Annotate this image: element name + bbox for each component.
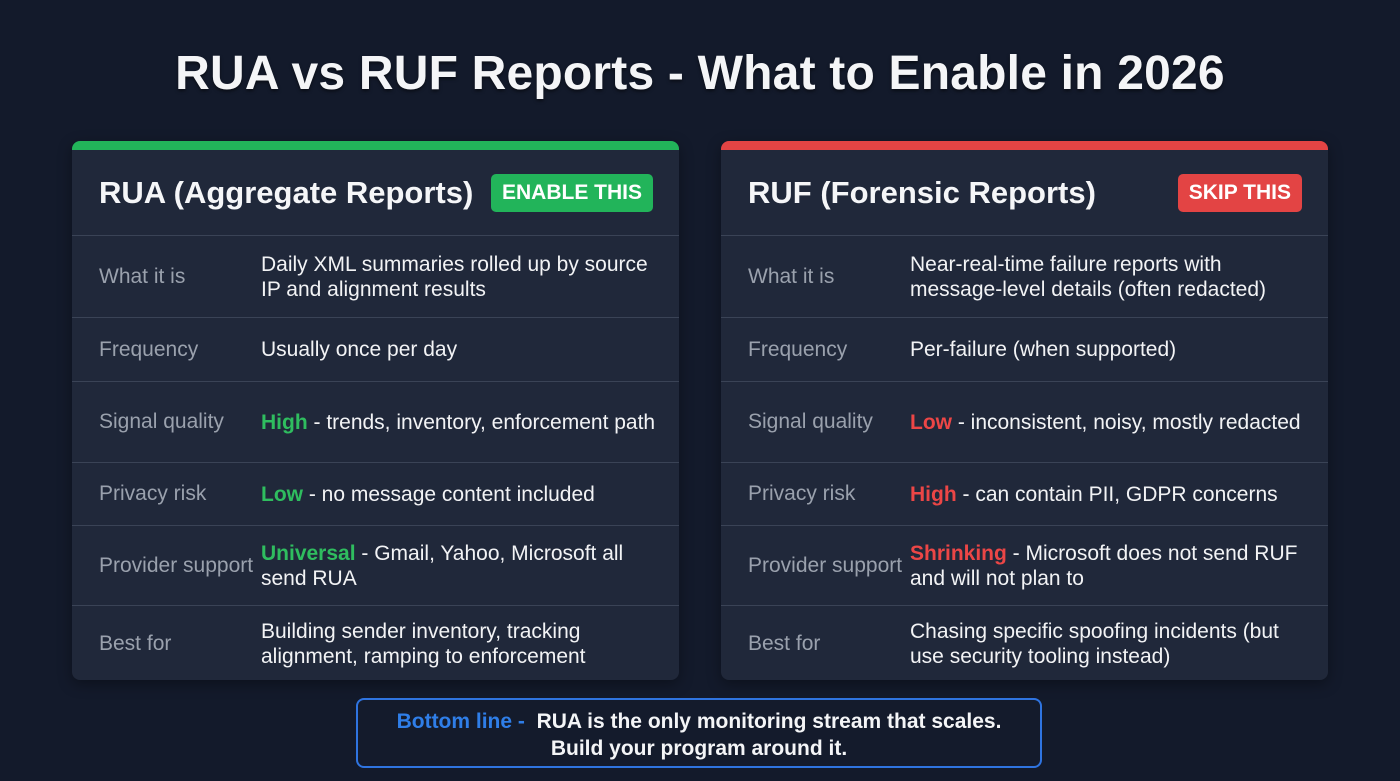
rua-card: RUA (Aggregate Reports) ENABLE THIS What… xyxy=(72,141,679,680)
card-accent-bar xyxy=(721,141,1328,150)
table-row: What it is Daily XML summaries rolled up… xyxy=(72,236,679,318)
table-row: Signal quality Low - inconsistent, noisy… xyxy=(721,382,1328,463)
row-value: Usually once per day xyxy=(261,338,458,361)
row-value: Universal - Gmail, Yahoo, Microsoft all … xyxy=(261,541,624,590)
table-row: Provider support Universal - Gmail, Yaho… xyxy=(72,526,679,606)
row-value: Daily XML summaries rolled up by source … xyxy=(261,252,648,301)
row-value: Low - inconsistent, noisy, mostly redact… xyxy=(910,410,1301,434)
table-row: Provider support Shrinking - Microsoft d… xyxy=(721,526,1328,606)
table-row: Frequency Per-failure (when supported) xyxy=(721,318,1328,382)
table-row: Signal quality High - trends, inventory,… xyxy=(72,382,679,463)
row-label: Frequency xyxy=(748,337,848,361)
rating-highlight: Low xyxy=(910,410,952,434)
table-row: What it is Near-real-time failure report… xyxy=(721,236,1328,318)
skip-badge: SKIP THIS xyxy=(1177,173,1302,212)
rating-highlight: Universal xyxy=(261,541,356,565)
row-label: Frequency xyxy=(99,337,199,361)
row-label: Signal quality xyxy=(748,410,873,433)
row-label: Best for xyxy=(748,631,821,655)
row-label: Provider support xyxy=(748,553,903,577)
bottom-line-callout: Bottom line - RUA is the only monitoring… xyxy=(356,698,1042,768)
table-row: Privacy risk High - can contain PII, GDP… xyxy=(721,463,1328,526)
row-label: Privacy risk xyxy=(748,482,856,505)
rating-highlight: Low xyxy=(261,482,303,506)
table-row: Privacy risk Low - no message content in… xyxy=(72,463,679,526)
card-title: RUA (Aggregate Reports) xyxy=(99,174,474,210)
row-value: Per-failure (when supported) xyxy=(910,338,1177,361)
row-value: Chasing specific spoofing incidents (but… xyxy=(910,619,1279,668)
row-label: Provider support xyxy=(99,553,254,577)
table-row: Best for Chasing specific spoofing incid… xyxy=(721,606,1328,680)
row-value: High - trends, inventory, enforcement pa… xyxy=(261,410,656,434)
rating-highlight: High xyxy=(910,482,957,506)
card-header: RUF (Forensic Reports) SKIP THIS xyxy=(721,150,1328,236)
row-label: What it is xyxy=(99,264,186,288)
bottom-line-label: Bottom line - xyxy=(396,710,525,733)
bottom-line-second: Build your program around it. xyxy=(550,737,848,760)
row-value: High - can contain PII, GDPR concerns xyxy=(910,482,1278,506)
ruf-card: RUF (Forensic Reports) SKIP THIS What it… xyxy=(721,141,1328,680)
bottom-line-text: RUA is the only monitoring stream that s… xyxy=(536,710,1002,733)
row-value: Low - no message content included xyxy=(261,482,595,506)
table-row: Frequency Usually once per day xyxy=(72,318,679,382)
row-value: Shrinking - Microsoft does not send RUF … xyxy=(910,541,1298,590)
row-value: Near-real-time failure reports with mess… xyxy=(910,252,1267,301)
rating-highlight: Shrinking xyxy=(910,541,1007,565)
row-value: Building sender inventory, tracking alig… xyxy=(261,619,586,668)
row-label: Best for xyxy=(99,631,172,655)
card-title: RUF (Forensic Reports) xyxy=(748,174,1096,210)
table-row: Best for Building sender inventory, trac… xyxy=(72,606,679,680)
row-label: What it is xyxy=(748,264,835,288)
rating-highlight: High xyxy=(261,410,308,434)
card-header: RUA (Aggregate Reports) ENABLE THIS xyxy=(72,150,679,236)
row-label: Privacy risk xyxy=(99,482,207,505)
enable-badge: ENABLE THIS xyxy=(490,173,653,212)
card-accent-bar xyxy=(72,141,679,150)
page-title: RUA vs RUF Reports - What to Enable in 2… xyxy=(175,47,1225,100)
bottom-line-first: Bottom line - RUA is the only monitoring… xyxy=(358,708,1040,735)
row-label: Signal quality xyxy=(99,410,224,433)
